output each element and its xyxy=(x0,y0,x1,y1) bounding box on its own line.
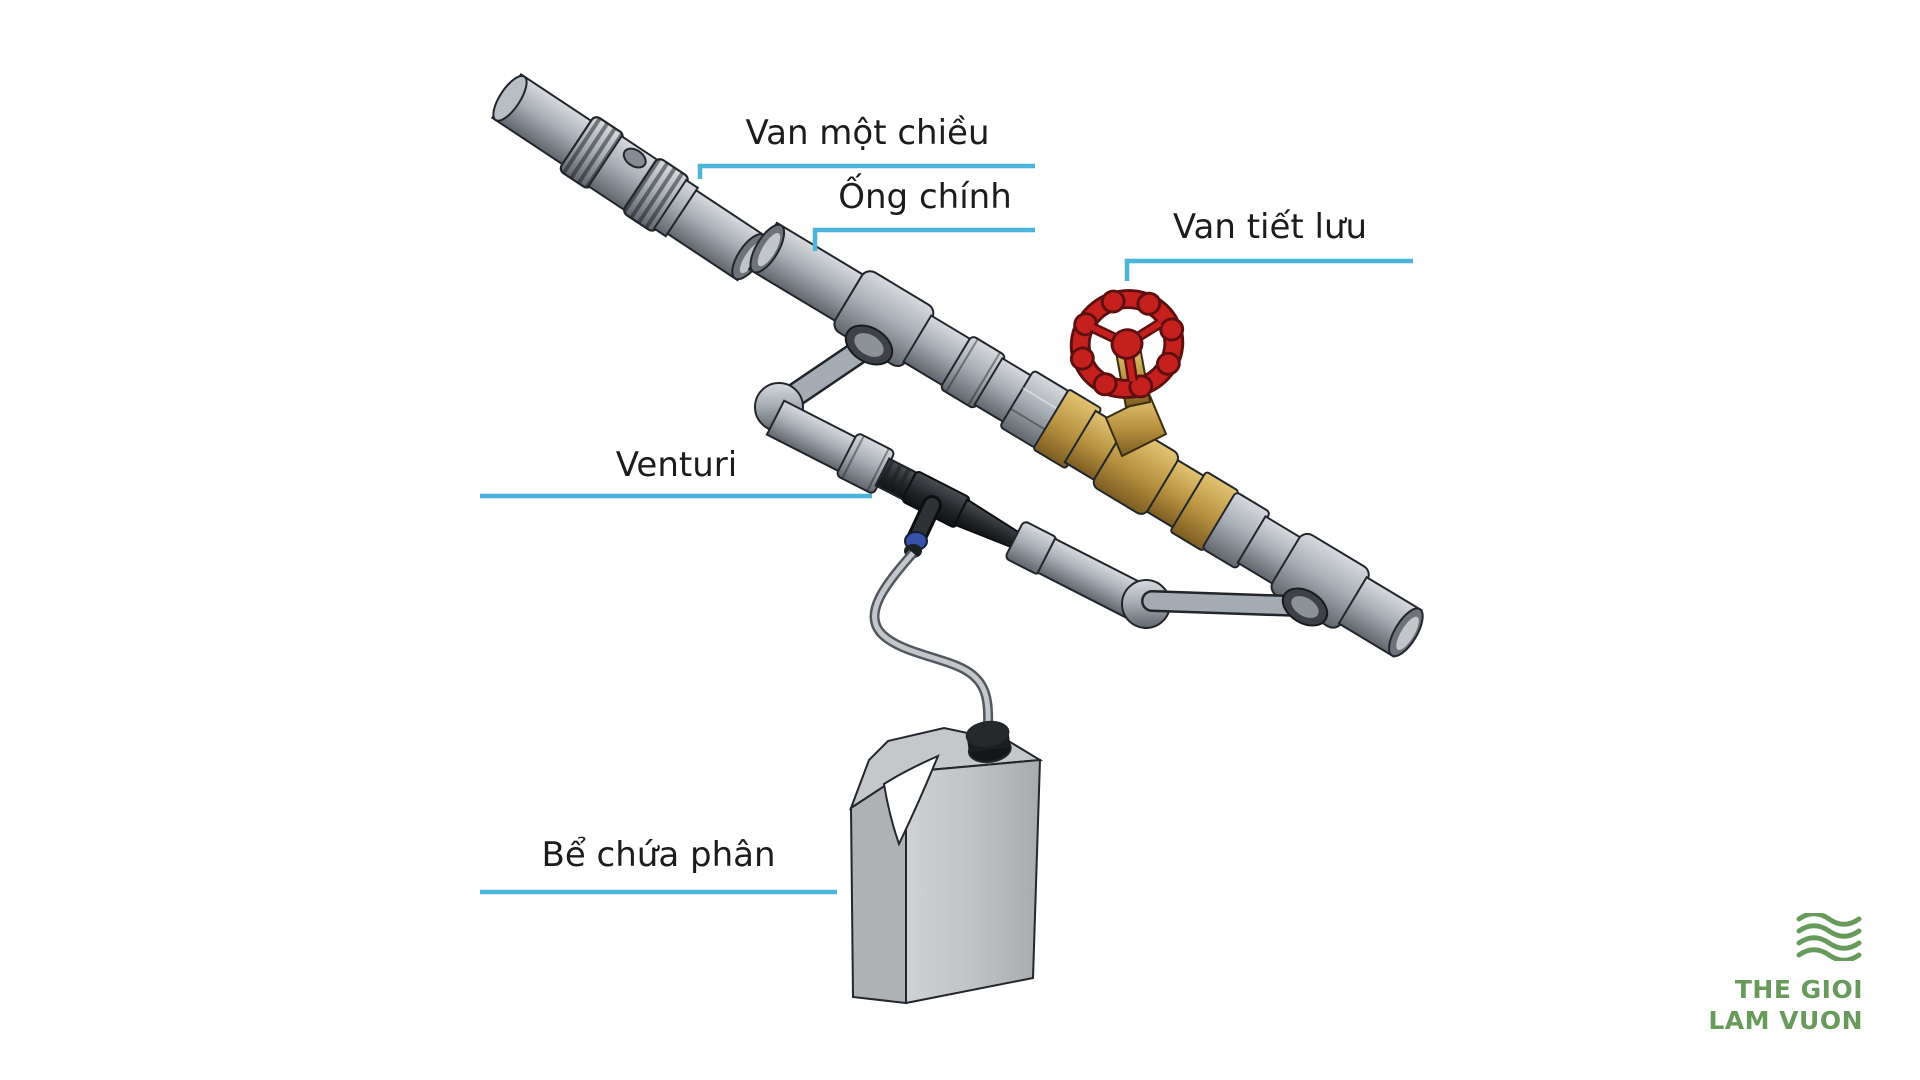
leader-line-check-valve xyxy=(697,163,1035,179)
logo-text-line2: LAM VUON xyxy=(1708,1005,1863,1035)
tank-cap-graphic xyxy=(965,720,1012,764)
logo-text-line1: THE GIOI xyxy=(1734,975,1863,1004)
label-fertilizer-tank: Bể chứa phân xyxy=(541,835,776,875)
logo: THE GIOI LAM VUON xyxy=(1708,913,1863,1036)
throttle-valve-body-graphic xyxy=(1033,389,1239,551)
fertilizer-tank-graphic xyxy=(848,720,1044,1005)
label-check-valve: Van một chiều xyxy=(745,113,990,153)
waves-icon xyxy=(1796,913,1862,961)
venturi-injector-graphic xyxy=(874,457,1023,550)
label-venturi: Venturi xyxy=(615,445,738,485)
label-main-pipe: Ống chính xyxy=(838,177,1012,217)
leader-line-throttle-valve xyxy=(1124,258,1413,281)
leader-line-main-pipe xyxy=(812,227,1035,251)
leader-lines xyxy=(480,163,1413,895)
suction-tube-graphic xyxy=(869,495,994,725)
main-pipe-graphic xyxy=(747,221,1424,658)
bypass-line-graphic xyxy=(754,324,1329,629)
label-throttle-valve: Van tiết lưu xyxy=(1172,207,1368,247)
check-valve-graphic xyxy=(490,73,768,282)
throttle-valve-handle-graphic xyxy=(1069,289,1185,458)
valve-handwheel-icon xyxy=(1069,289,1185,399)
